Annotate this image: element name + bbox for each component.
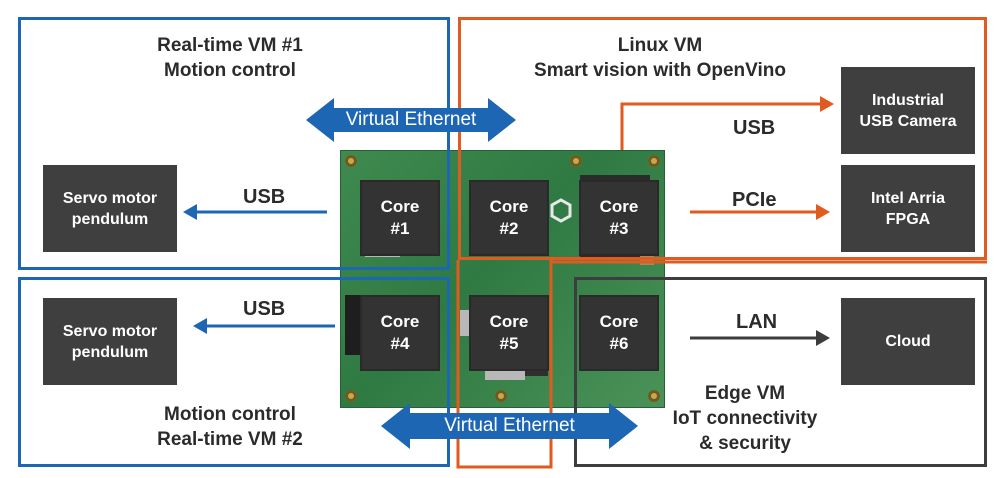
core-1: Core #1	[362, 182, 438, 254]
virtual-ethernet-top-label: Virtual Ethernet	[345, 109, 477, 130]
cloud-device: Cloud	[841, 298, 975, 385]
mounting-hole	[495, 390, 507, 402]
mounting-hole	[345, 390, 357, 402]
usb-bottom-arrowhead	[193, 318, 207, 334]
hexagon-icon	[550, 198, 572, 223]
core-2: Core #2	[471, 182, 547, 254]
mounting-hole	[648, 155, 660, 167]
linux-vm-frame-extension	[456, 260, 553, 469]
vm-box-rt1	[18, 17, 450, 270]
usb-top-arrowhead	[183, 204, 197, 220]
rt1-vm-title: Real-time VM #1 Motion control	[157, 35, 303, 81]
mounting-hole	[648, 390, 660, 402]
rt2-vm-title: Motion control Real-time VM #2	[157, 404, 303, 450]
board-component	[485, 370, 525, 380]
lan-arrowhead	[816, 330, 830, 346]
board-connector	[345, 295, 363, 355]
mounting-hole	[345, 155, 357, 167]
usb-camera-arrowhead	[820, 96, 834, 112]
pcie-label: PCIe	[732, 189, 777, 211]
usb-bottom-label: USB	[243, 298, 286, 320]
linux-vm-title: Linux VM Smart vision with OpenVino	[534, 35, 786, 81]
board-component	[460, 310, 470, 336]
servo-motor-top: Servo motor pendulum	[43, 165, 177, 252]
usb-camera-device: Industrial USB Camera	[841, 67, 975, 154]
vm-box-linux	[458, 17, 987, 260]
core-3: Core #3	[581, 182, 657, 254]
edge-vm-title: Edge VM IoT connectivity & security	[672, 383, 818, 454]
mounting-hole	[570, 155, 582, 167]
servo-motor-bottom: Servo motor pendulum	[43, 298, 177, 385]
vm-box-edge	[574, 277, 987, 467]
lan-label: LAN	[736, 311, 778, 333]
usb-top-label: USB	[243, 186, 286, 208]
vm-box-rt2	[18, 277, 450, 467]
virtual-ethernet-bottom-label: Virtual Ethernet	[444, 415, 575, 436]
core-4: Core #4	[362, 297, 438, 369]
virtual-ethernet-bottom-arrow	[381, 403, 638, 449]
core-6: Core #6	[581, 297, 657, 369]
usb-camera-arrow	[620, 102, 822, 150]
fpga-device: Intel Arria FPGA	[841, 165, 975, 252]
usb-camera-label: USB	[733, 117, 776, 139]
core-5: Core #5	[471, 297, 547, 369]
virtual-ethernet-top-arrow	[306, 98, 516, 142]
pcie-arrowhead	[816, 204, 830, 220]
